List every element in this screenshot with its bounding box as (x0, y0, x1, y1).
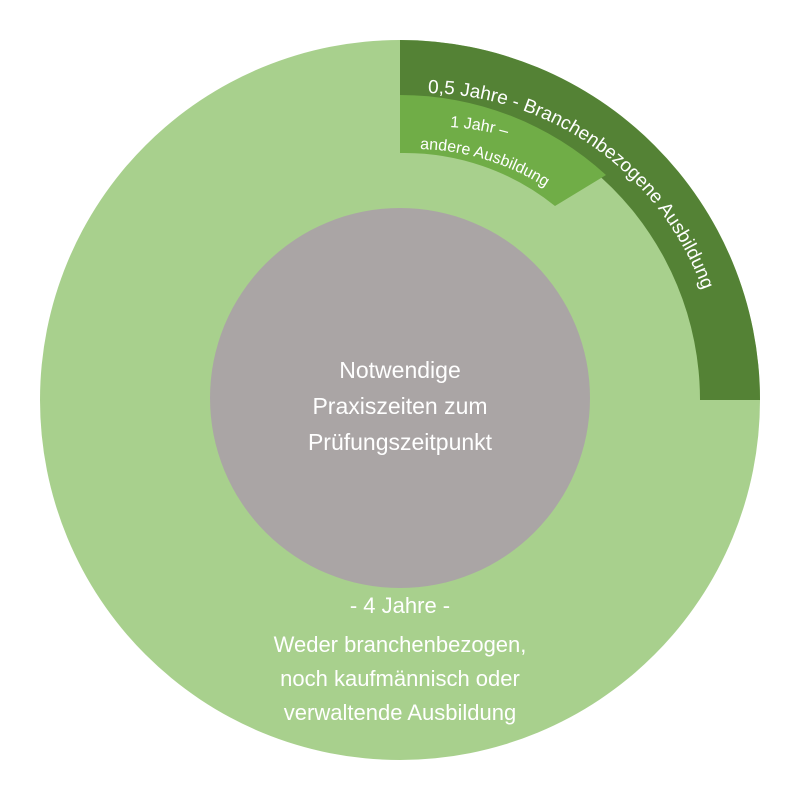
center-title-line: Praxiszeiten zum (312, 393, 488, 419)
center-title-line: Prüfungszeitpunkt (307, 429, 493, 455)
center-circle (210, 208, 590, 588)
four-years-description: Weder branchenbezogen, noch kaufmännisch… (210, 628, 590, 730)
segment-half-year (400, 40, 760, 400)
four-years-description-line: verwaltende Ausbildung (283, 700, 517, 725)
center-title-line: Notwendige (339, 357, 461, 383)
center-title: Notwendige Praxiszeiten zum Prüfungszeit… (240, 352, 560, 460)
segment-one-year (400, 94, 606, 206)
four-years-description-line: noch kaufmännisch oder (280, 666, 520, 691)
four-years-description-line: Weder branchenbezogen, (273, 632, 527, 657)
four-years-subtitle: - 4 Jahre - (349, 593, 451, 618)
